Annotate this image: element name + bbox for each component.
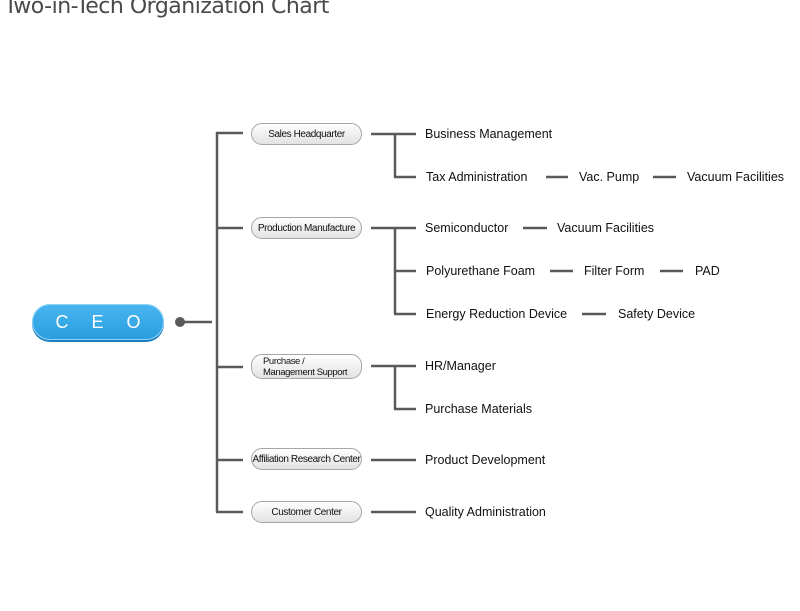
item-polyurethane-foam: Polyurethane Foam (426, 264, 536, 278)
item-business-management: Business Management (425, 127, 553, 141)
dept-purchase-label-line1: Purchase / (263, 355, 305, 367)
dept-sales-headquarter: Sales Headquarter (251, 123, 362, 145)
chart-title: Two-in-Tech Organization Chart (4, 0, 329, 19)
ceo-node: C E O (32, 304, 164, 340)
item-semiconductor: Semiconductor (425, 221, 509, 235)
item-quality-administration: Quality Administration (425, 505, 546, 519)
item-safety-device: Safety Device (618, 307, 696, 321)
item-vac-pump: Vac. Pump (579, 170, 640, 184)
ceo-connector-dot (175, 317, 185, 327)
dept-purchase-label-line2: Management Support (263, 366, 348, 378)
item-product-development: Product Development (425, 453, 546, 467)
dept-purchase-management-support: Purchase / Management Support (251, 354, 362, 379)
item-vacuum-facilities-production: Vacuum Facilities (557, 221, 655, 235)
item-vacuum-facilities-sales: Vacuum Facilities (687, 170, 785, 184)
item-energy-reduction-device: Energy Reduction Device (426, 307, 568, 321)
dept-customer-center: Customer Center (251, 501, 362, 523)
item-hr-manager: HR/Manager (425, 359, 496, 373)
dept-production-manufacture: Production Manufacture (251, 217, 362, 239)
item-filter-form: Filter Form (584, 264, 645, 278)
dept-affiliation-research-center: Affiliation Research Center (251, 448, 362, 470)
item-purchase-materials: Purchase Materials (425, 402, 532, 416)
item-tax-administration: Tax Administration (426, 170, 528, 184)
item-pad: PAD (695, 264, 720, 278)
